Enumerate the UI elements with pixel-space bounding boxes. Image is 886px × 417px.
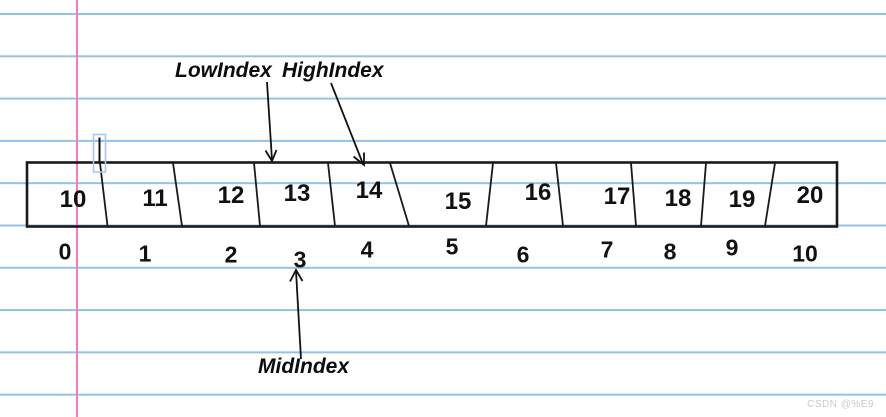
array-index-label: 5 (445, 233, 459, 260)
low-index-label: LowIndex (175, 59, 272, 82)
array-index-label: 7 (600, 236, 614, 263)
array-index-label: 3 (293, 246, 307, 273)
array-cell-value: 17 (603, 183, 631, 210)
array-cell-value: 16 (524, 179, 552, 206)
array-index-label: 9 (725, 234, 739, 261)
array-index-label: 8 (663, 238, 677, 265)
array-index-label: 2 (224, 241, 238, 268)
array-cell-value: 12 (217, 182, 245, 209)
array-cell-value: 18 (664, 185, 692, 212)
mid-index-label: MidIndex (258, 355, 350, 378)
array-index-label: 10 (792, 240, 818, 267)
array-index-label: 4 (360, 236, 374, 263)
array-index-label: 6 (516, 241, 530, 268)
array-cell-value: 19 (728, 186, 756, 213)
array-cell-value: 10 (59, 186, 87, 213)
array-index-label: 0 (58, 238, 72, 265)
array-cell-value: 20 (796, 182, 824, 209)
array-cell-value: 13 (283, 180, 311, 207)
array-index-label: 1 (138, 240, 152, 267)
array-cell-value: 14 (355, 177, 383, 204)
array-cell-value: 15 (444, 188, 472, 215)
array-cell-value: 11 (142, 185, 168, 212)
high-index-label: HighIndex (282, 59, 384, 82)
watermark: CSDN @%E9 (807, 399, 874, 410)
